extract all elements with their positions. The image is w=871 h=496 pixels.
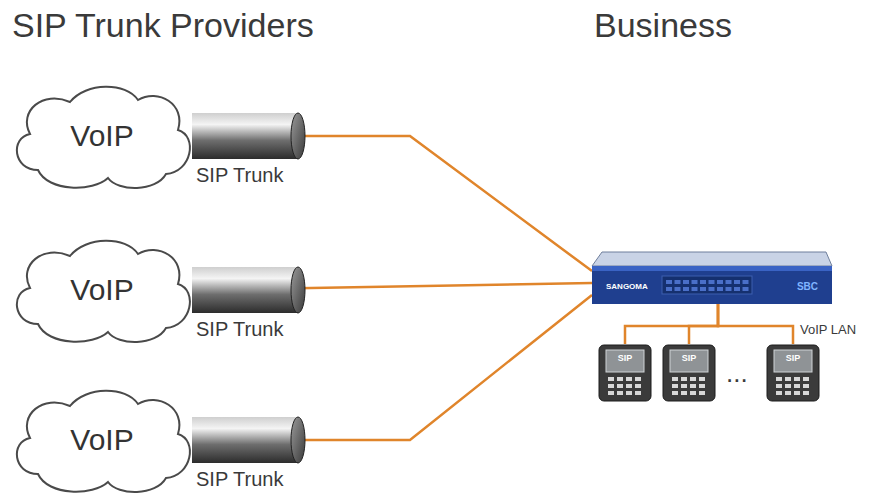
sip-phone: SIP [662, 344, 716, 402]
trunk-label: VoIP LAN [800, 322, 856, 337]
sip-trunk-pipe [192, 267, 305, 313]
phone-outline [766, 344, 820, 402]
node-text: VoIP [70, 423, 133, 457]
sip-trunk-pipe [192, 113, 305, 159]
node-text: VoIP [70, 273, 133, 307]
node-text: SANGOMA [606, 282, 648, 291]
provider-cloud: VoIP [8, 236, 196, 344]
sbc-outline [592, 252, 832, 304]
column-heading: Business [594, 6, 732, 45]
provider-cloud: VoIP [8, 386, 196, 494]
sip-phone: SIP [766, 344, 820, 402]
connector-line [625, 304, 718, 344]
provider-cloud: VoIP [8, 82, 196, 190]
node-text: SIP [682, 353, 697, 402]
phone-outline [598, 344, 652, 402]
sbc-device: SANGOMA SBC [592, 252, 832, 304]
ellipsis-label: ... [726, 358, 748, 389]
trunk-label: SIP Trunk [196, 164, 283, 187]
trunk-label: SIP Trunk [196, 318, 283, 341]
trunk-label: SIP Trunk [196, 468, 283, 491]
connector-line [718, 304, 793, 344]
node-text: SIP [786, 353, 801, 402]
sip-trunk-pipe [192, 417, 305, 463]
node-text: SBC [797, 281, 818, 292]
node-text: VoIP [70, 119, 133, 153]
connector-line [689, 304, 718, 344]
sip-phone: SIP [598, 344, 652, 402]
node-text: SIP [618, 353, 633, 402]
column-heading: SIP Trunk Providers [12, 6, 314, 45]
phone-outline [662, 344, 716, 402]
